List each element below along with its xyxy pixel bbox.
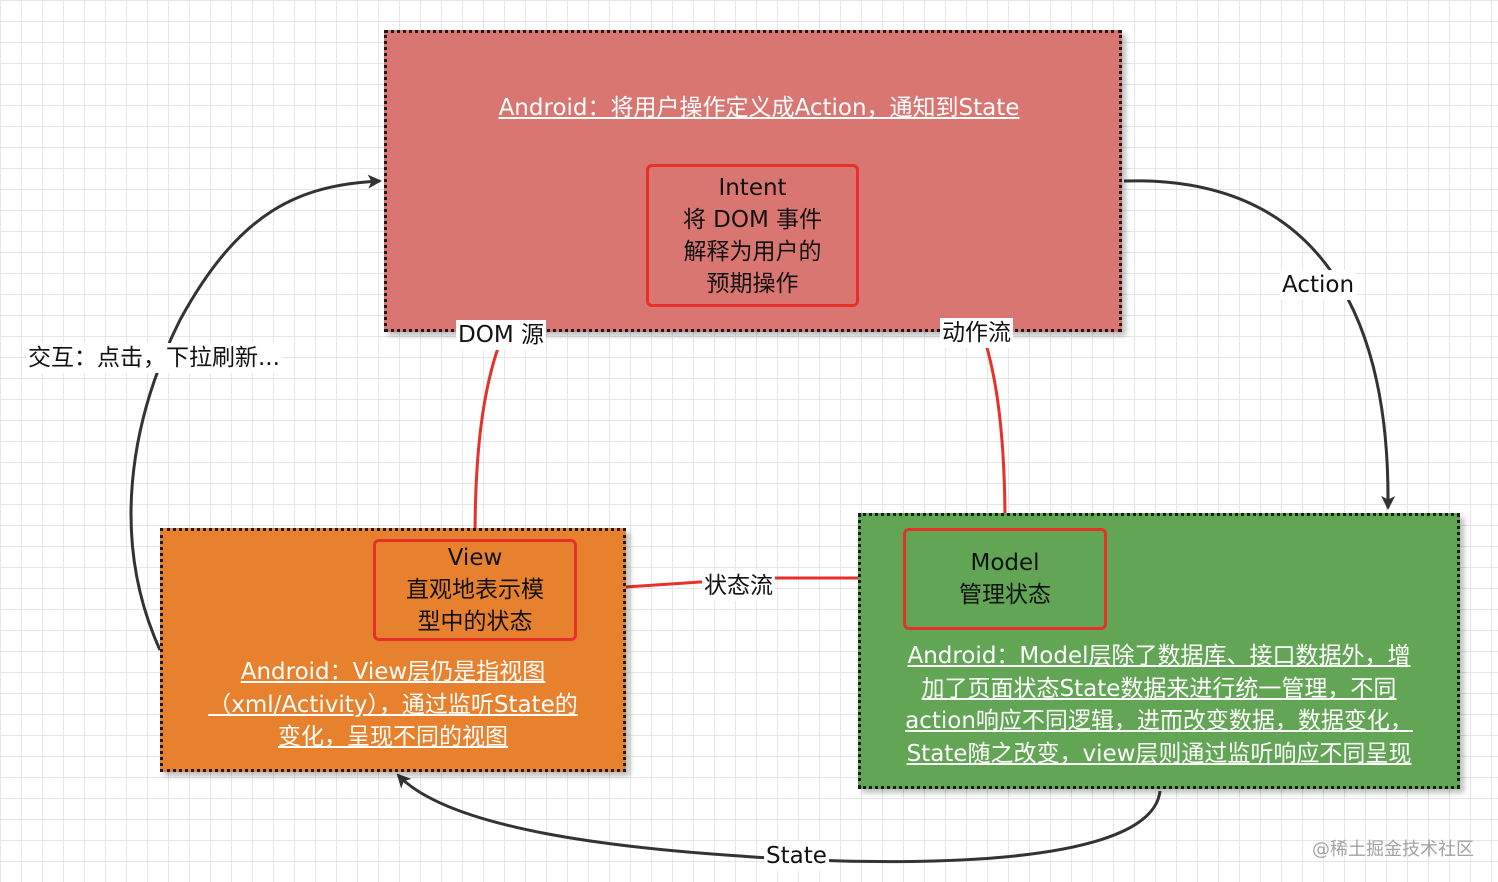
action-edge	[1123, 179, 1396, 510]
intent-node-line: 预期操作	[706, 270, 799, 297]
view-android-note: Android：View层仍是指视图 （xml/Activity），通过监听St…	[160, 656, 626, 754]
model-node-line: 管理状态	[959, 582, 1051, 608]
model-node-line: Model	[970, 550, 1040, 576]
intent-node-line: Intent	[718, 174, 787, 201]
model-note-line: State随之改变，view层则通过监听响应不同呈现	[906, 740, 1412, 767]
action-label: Action	[1280, 270, 1357, 300]
model-note-line: action响应不同逻辑，进而改变数据，数据变化，	[905, 708, 1413, 734]
view-note-line: Android：View层仍是指视图	[240, 659, 546, 685]
interaction-label: 交互：点击，下拉刷新...	[26, 343, 282, 373]
model-note-line: Android：Model层除了数据库、接口数据外，增	[907, 643, 1411, 669]
view-note-line: 变化，呈现不同的视图	[278, 724, 508, 750]
model-node: Model 管理状态	[903, 528, 1107, 630]
action-stream-label: 动作流	[940, 318, 1013, 348]
intent-node-line: 将 DOM 事件	[682, 206, 823, 233]
view-node-line: 直观地表示模	[406, 577, 544, 603]
state-edge	[396, 773, 1162, 864]
view-note-line: （xml/Activity），通过监听State的	[208, 691, 578, 718]
intent-note-text: Android：将用户操作定义成Action，通知到State	[498, 95, 1020, 121]
view-node-line: 型中的状态	[417, 609, 533, 635]
view-node-line: View	[447, 545, 503, 571]
model-note-line: 加了页面状态State数据来进行统一管理，不同	[921, 675, 1397, 702]
watermark: @稀土掘金技术社区	[1312, 839, 1474, 860]
intent-android-note: Android：将用户操作定义成Action，通知到State	[384, 92, 1134, 125]
intent-node: Intent 将 DOM 事件 解释为用户的 预期操作	[646, 164, 859, 307]
state-stream-label: 状态流	[702, 571, 775, 601]
view-node: View 直观地表示模 型中的状态	[373, 539, 577, 641]
interaction-edge	[129, 174, 382, 651]
state-label: State	[764, 841, 829, 871]
dom-source-label: DOM 源	[456, 320, 546, 350]
model-android-note: Android：Model层除了数据库、接口数据外，增 加了页面状态State数…	[858, 640, 1460, 770]
intent-node-line: 解释为用户的	[683, 238, 822, 265]
